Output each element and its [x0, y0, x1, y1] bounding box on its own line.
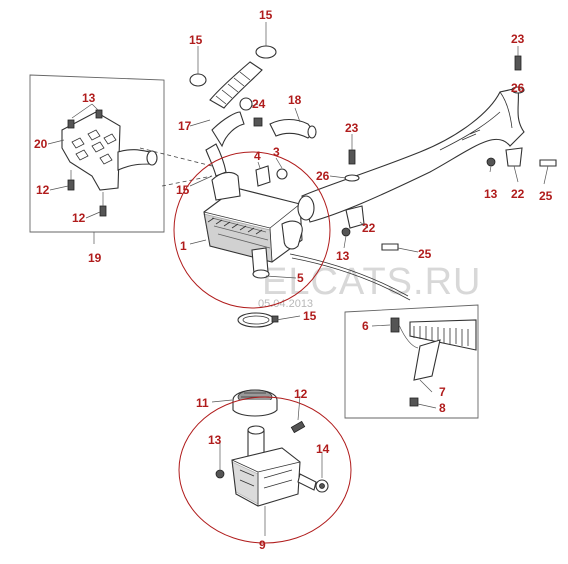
callout-12-upper: 12: [36, 183, 50, 197]
callout-11: 11: [196, 396, 209, 410]
clamp-15-top: [255, 45, 277, 59]
sensor-inset: [344, 304, 479, 419]
callout-7: 7: [439, 385, 446, 399]
callout-13-mid: 13: [336, 249, 350, 263]
callout-19: 19: [88, 251, 102, 265]
bracket-22-lower: [345, 205, 365, 229]
lower-resonator-assembly: [215, 389, 329, 507]
washer-26-lower: [344, 174, 360, 182]
callout-18: 18: [288, 93, 302, 107]
fitting-24: [239, 97, 253, 111]
watermark-date: 05.04.2013: [258, 298, 313, 310]
intake-hoses: [189, 45, 317, 187]
nut-13-lower: [215, 469, 225, 479]
clip-25-mid: [381, 243, 399, 251]
air-cleaner-assembly: [203, 171, 303, 279]
callout-4: 4: [254, 149, 261, 163]
harness-wire: [289, 253, 409, 297]
callout-15-mid: 15: [176, 183, 190, 197]
callout-15-lower: 15: [303, 309, 317, 323]
nut-13-right: [486, 157, 496, 167]
bolt-13-left: [67, 119, 75, 129]
callout-23-upper: 23: [511, 32, 525, 46]
callout-labels: 15 15 24 18 17 4 3 15 1 5 15 13 20 12 12…: [34, 8, 553, 552]
callout-23-lower: 23: [345, 121, 359, 135]
leader-lines: [47, 22, 549, 536]
bolt-6: [390, 317, 400, 333]
nut-8: [409, 397, 419, 407]
callout-14: 14: [316, 442, 330, 456]
clamp-15-lower: [237, 312, 279, 328]
callout-26-upper: 26: [511, 81, 525, 95]
breather-hose-18: [269, 118, 315, 139]
bracket-22-upper: [505, 147, 523, 167]
callout-25-right: 25: [539, 189, 553, 203]
resonator-inset: [29, 74, 213, 233]
resonator-body-9: [231, 447, 301, 507]
callout-20: 20: [34, 137, 48, 151]
nut-13-mid: [341, 227, 351, 237]
callout-1: 1: [180, 239, 187, 253]
callout-17: 17: [178, 119, 192, 133]
snorkel-duct: [297, 87, 525, 229]
callout-26-lower: 26: [316, 169, 330, 183]
callout-25-mid: 25: [418, 247, 432, 261]
callout-6: 6: [362, 319, 369, 333]
highlight-circle-upper: [173, 151, 331, 309]
callout-12-lower: 12: [72, 211, 86, 225]
callout-22-upper: 22: [511, 187, 525, 201]
bolt-23-upper: [514, 55, 522, 71]
sensor-bracket-7: [413, 339, 441, 381]
watermark-site: ELCATS.RU: [262, 261, 481, 303]
callout-13-lower: 13: [208, 433, 222, 447]
callout-13-right: 13: [484, 187, 498, 201]
callout-15-top: 15: [259, 8, 273, 22]
clip-25-right: [539, 159, 557, 167]
callout-12-resonator: 12: [294, 387, 308, 401]
corrugated-hose-17: [209, 61, 263, 109]
bolt-23-lower: [348, 149, 356, 165]
bolt-12-lower-resonator: [290, 420, 306, 434]
highlight-circle-lower: [178, 396, 352, 544]
bracket-4: [255, 165, 271, 187]
callout-15-left: 15: [189, 33, 203, 47]
callout-8: 8: [439, 401, 446, 415]
callout-9: 9: [259, 538, 266, 552]
grommet-3: [276, 168, 288, 180]
callout-24: 24: [252, 97, 266, 111]
callout-22-lower: 22: [362, 221, 376, 235]
callout-5: 5: [297, 271, 304, 285]
callout-13-left: 13: [82, 91, 96, 105]
clamp-15-left: [189, 73, 207, 87]
bolt-12-upper: [67, 179, 75, 191]
bolt-12-lower: [99, 205, 107, 217]
resonator-bracket: [61, 111, 121, 191]
callout-3: 3: [273, 145, 280, 159]
